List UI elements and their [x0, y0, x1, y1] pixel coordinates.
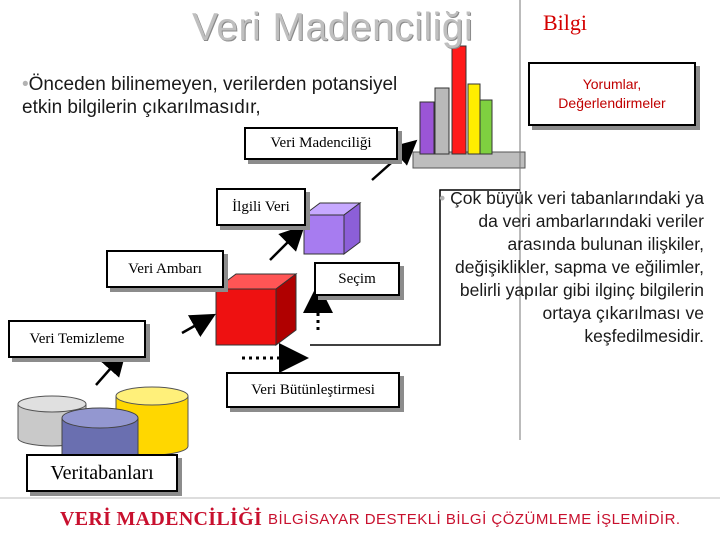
box-secim: Seçim: [314, 262, 400, 296]
feedback-line: [310, 189, 520, 346]
arrow-up-1: [95, 350, 127, 386]
right-bullet: •: [439, 188, 446, 208]
footer-title: VERİ MADENCİLİĞİ: [60, 508, 263, 530]
yorum-line2: Değerlendirmeler: [558, 95, 666, 111]
box-ilgili-veri: İlgili Veri: [216, 188, 306, 226]
box-veri-temizleme: Veri Temizleme: [8, 320, 146, 358]
box-veri-madenciligi: Veri Madenciliği: [244, 127, 398, 160]
right-body: Çok büyük veri tabanlarındaki ya da veri…: [450, 188, 704, 346]
red-cube-icon: [214, 273, 298, 346]
footer-subtitle: BİLGİSAYAR DESTEKLİ BİLGİ ÇÖZÜMLEME İŞLE…: [268, 511, 681, 528]
intro-text: •Önceden bilinemeyen, verilerden potansi…: [22, 73, 402, 119]
bilgi-label: Bilgi: [543, 10, 588, 35]
database-cylinders-icon: [17, 386, 189, 465]
yorum-line1: Yorumlar,: [582, 76, 642, 92]
slide-title: Veri Madenciliği: [192, 6, 474, 49]
intro-body: Önceden bilinemeyen, verilerden potansiy…: [22, 74, 398, 118]
box-veri-butunlestirmesi: Veri Bütünleştirmesi: [226, 372, 400, 408]
purple-cube-icon: [302, 202, 362, 255]
bar-chart-icon: [412, 45, 526, 169]
right-description: • Çok büyük veri tabanlarındaki ya da ve…: [438, 187, 704, 348]
arrow-up-4: [371, 139, 418, 181]
footer-bar: VERİ MADENCİLİĞİ BİLGİSAYAR DESTEKLİ BİL…: [0, 497, 720, 540]
arrow-up-3: [269, 225, 305, 261]
yorum-box: Yorumlar, Değerlendirmeler: [528, 62, 696, 126]
box-veritabanlari: Veritabanları: [26, 454, 178, 492]
arrow-up-2: [181, 313, 216, 338]
box-veri-ambari: Veri Ambarı: [106, 250, 224, 288]
intro-bullet: •: [22, 74, 29, 95]
